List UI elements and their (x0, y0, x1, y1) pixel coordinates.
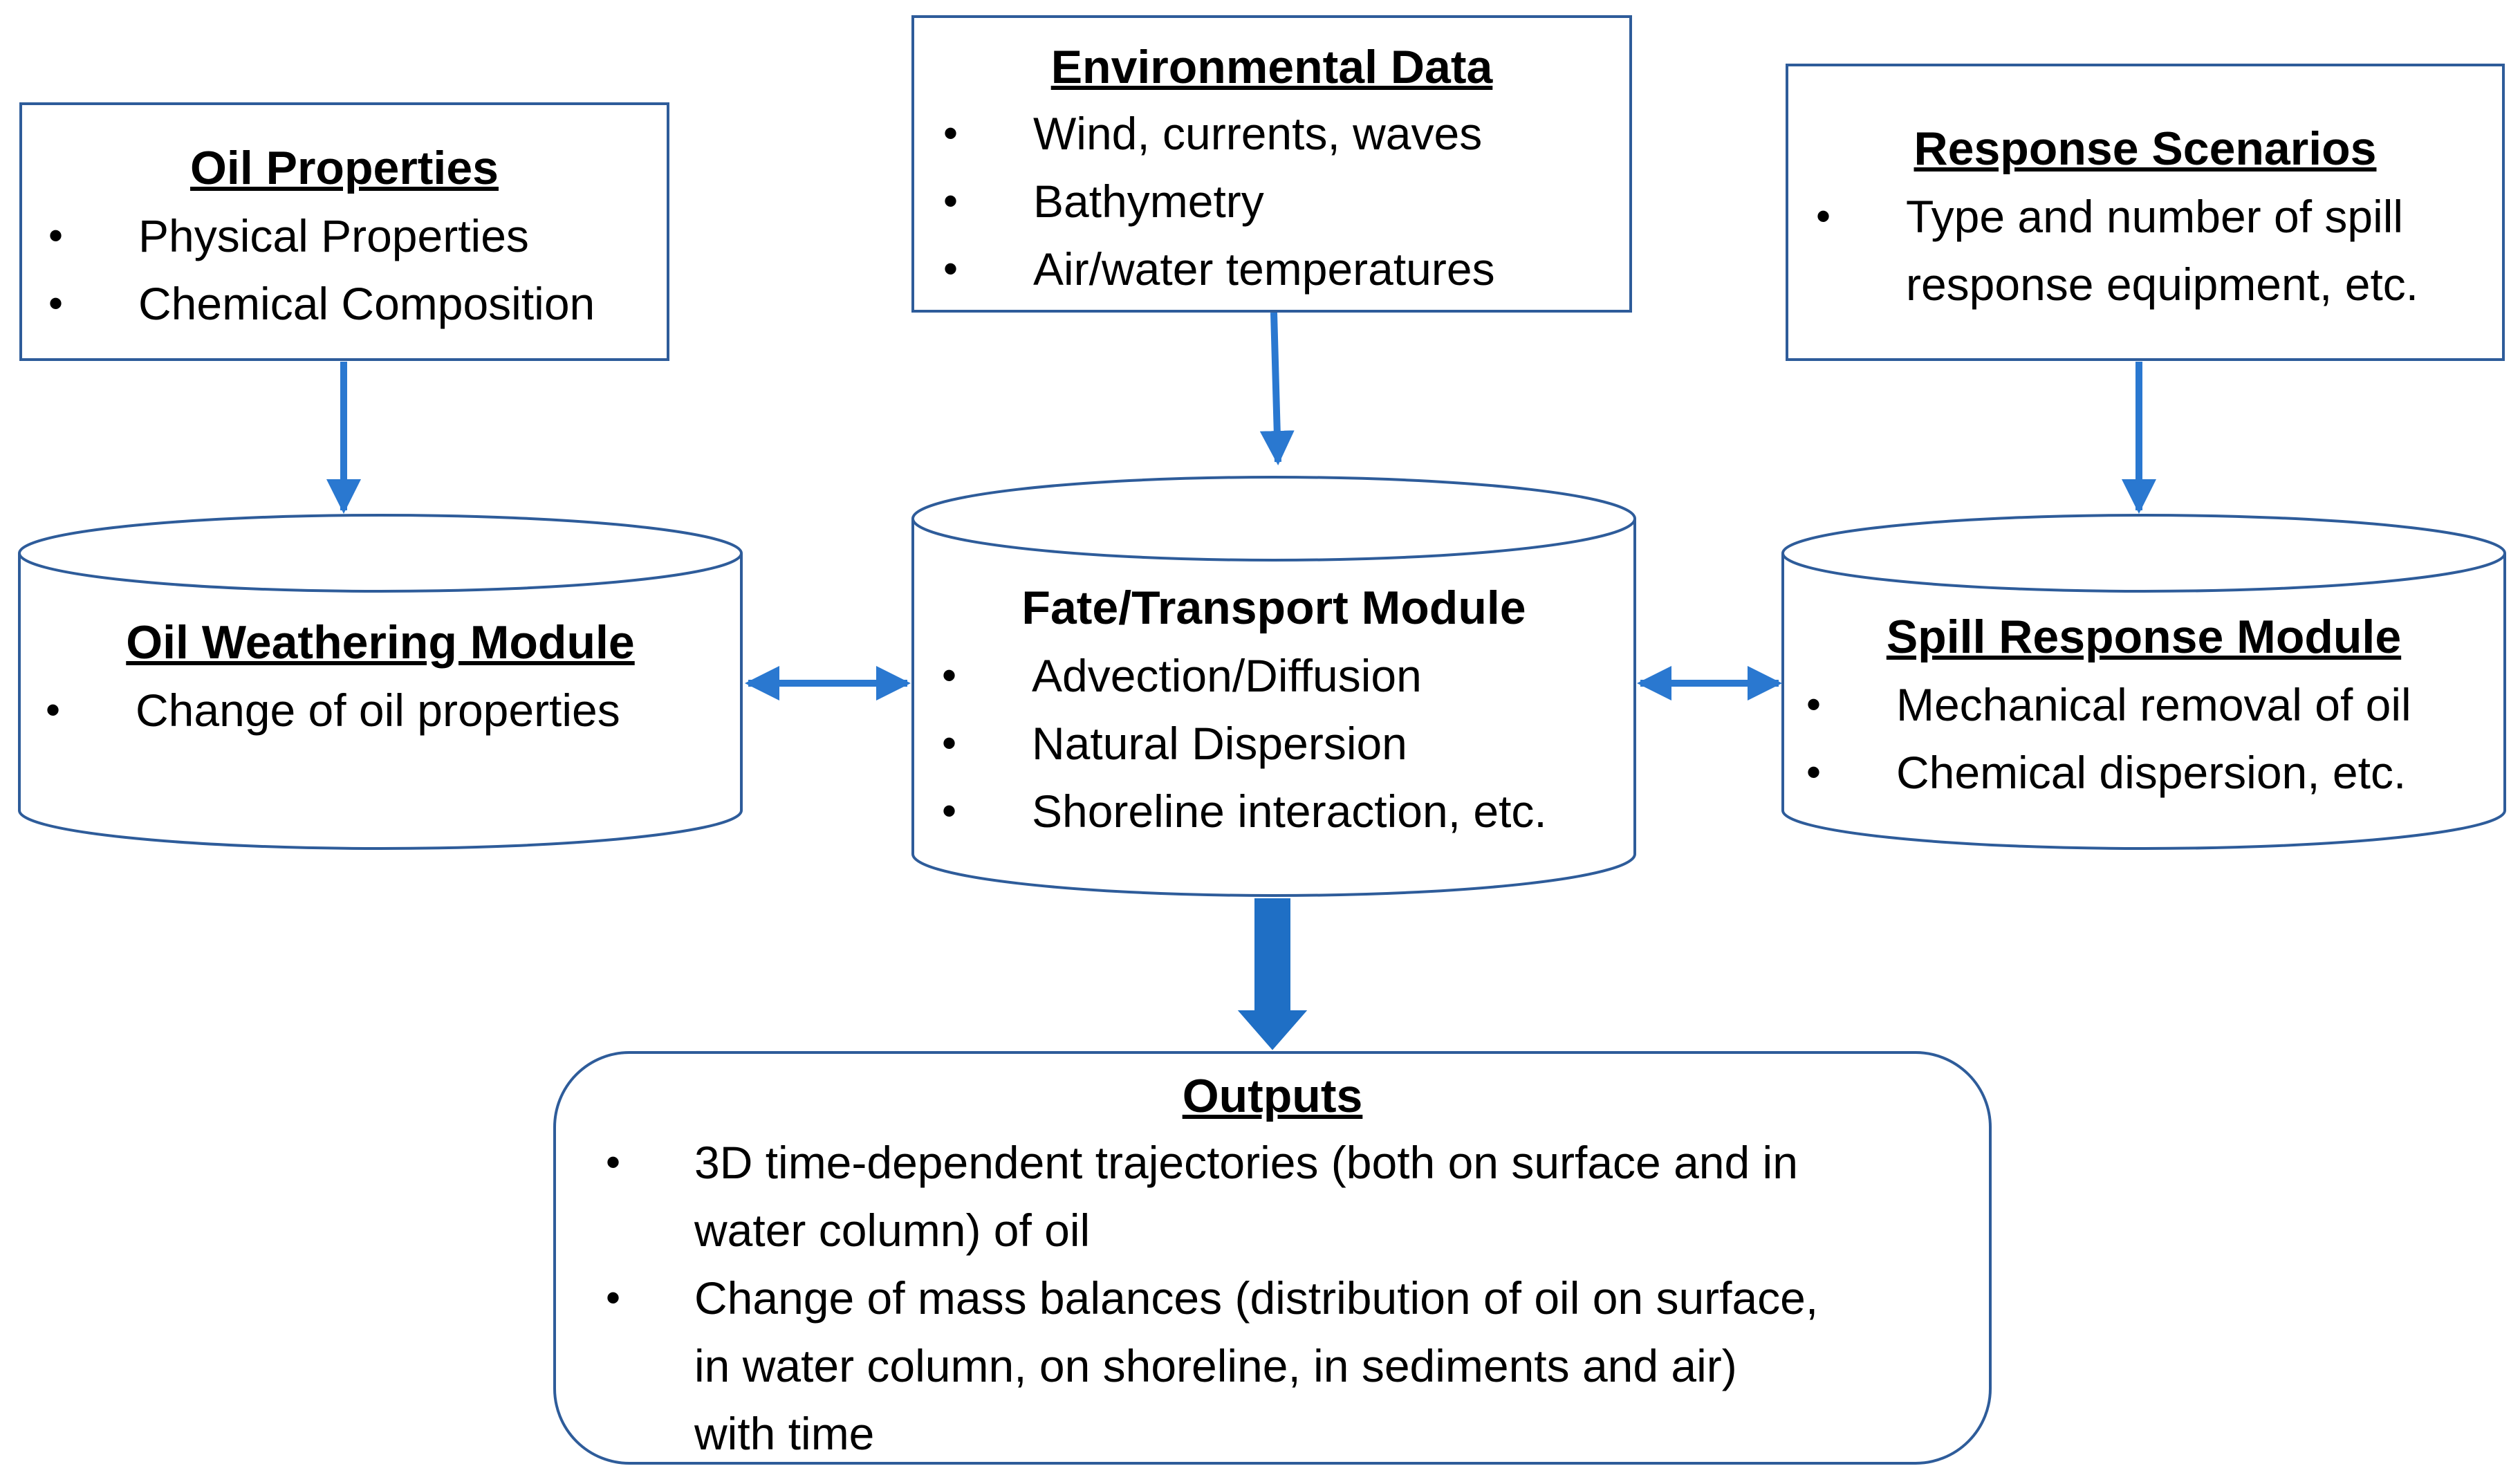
oil-properties-title: Oil Properties (190, 142, 499, 194)
response-scenarios-box: Response Scenarios •Type and number of s… (1786, 64, 2505, 361)
list-item: •Bathymetry (943, 176, 1264, 227)
oil-properties-box: Oil Properties •Physical Properties •Che… (19, 102, 669, 361)
list-item: •Physical Properties (48, 210, 529, 261)
list-item: •Chemical Composition (48, 278, 595, 329)
list-item: •3D time-dependent trajectories (both on… (606, 1137, 1798, 1188)
list-item: •Shoreline interaction, etc. (942, 786, 1547, 837)
environmental-data-box: Environmental Data •Wind, currents, wave… (911, 15, 1632, 313)
list-item: •Mechanical removal of oil (1806, 679, 2411, 730)
list-item-continuation: with time (694, 1408, 875, 1459)
arrow-fate-to-outputs (1237, 898, 1308, 1050)
oil-weathering-list: •Change of oil properties (46, 676, 620, 744)
list-item: •Advection/Diffusion (942, 650, 1422, 701)
oil-weathering-cylinder (18, 514, 743, 850)
oil-weathering-module: Oil Weathering Module •Change of oil pro… (19, 609, 741, 802)
fate-transport-title: Fate/Transport Module (1021, 582, 1526, 634)
spill-response-list: •Mechanical removal of oil •Chemical dis… (1806, 671, 2411, 806)
fate-transport-cylinder (911, 476, 1636, 897)
list-item: •Chemical dispersion, etc. (1806, 747, 2407, 798)
arrow-environmental-to-fate (1259, 312, 1295, 465)
list-item: response equipment, etc. (1906, 259, 2419, 310)
outputs-title: Outputs (1182, 1070, 1363, 1122)
list-item: •Change of mass balances (distribution o… (606, 1272, 1819, 1324)
list-item: •Natural Dispersion (942, 718, 1407, 769)
environmental-data-title: Environmental Data (1050, 41, 1493, 93)
outputs-list: •3D time-dependent trajectories (both on… (606, 1129, 1818, 1467)
fate-transport-list: •Advection/Diffusion •Natural Dispersion… (942, 642, 1547, 845)
list-item: •Type and number of spill (1816, 191, 2404, 242)
list-item-continuation: water column) of oil (694, 1205, 1091, 1256)
oil-properties-list: •Physical Properties •Chemical Compositi… (48, 202, 595, 337)
spill-response-title: Spill Response Module (1886, 611, 2402, 663)
environmental-data-list: •Wind, currents, waves •Bathymetry •Air/… (943, 100, 1495, 303)
fate-transport-module: Fate/Transport Module •Advection/Diffusi… (913, 574, 1635, 851)
outputs-box: Outputs •3D time-dependent trajectories … (553, 1051, 1992, 1465)
response-scenarios-list: •Type and number of spill response equip… (1816, 183, 2418, 318)
list-item: •Air/water temperatures (943, 243, 1495, 295)
spill-response-module: Spill Response Module •Mechanical remova… (1783, 603, 2505, 810)
list-item: •Wind, currents, waves (943, 108, 1483, 159)
spill-response-cylinder (1781, 514, 2506, 850)
list-item: •Change of oil properties (46, 685, 620, 736)
response-scenarios-title: Response Scenarios (1914, 122, 2377, 175)
oil-weathering-title: Oil Weathering Module (126, 616, 635, 669)
list-item-continuation: in water column, on shoreline, in sedime… (694, 1340, 1737, 1391)
